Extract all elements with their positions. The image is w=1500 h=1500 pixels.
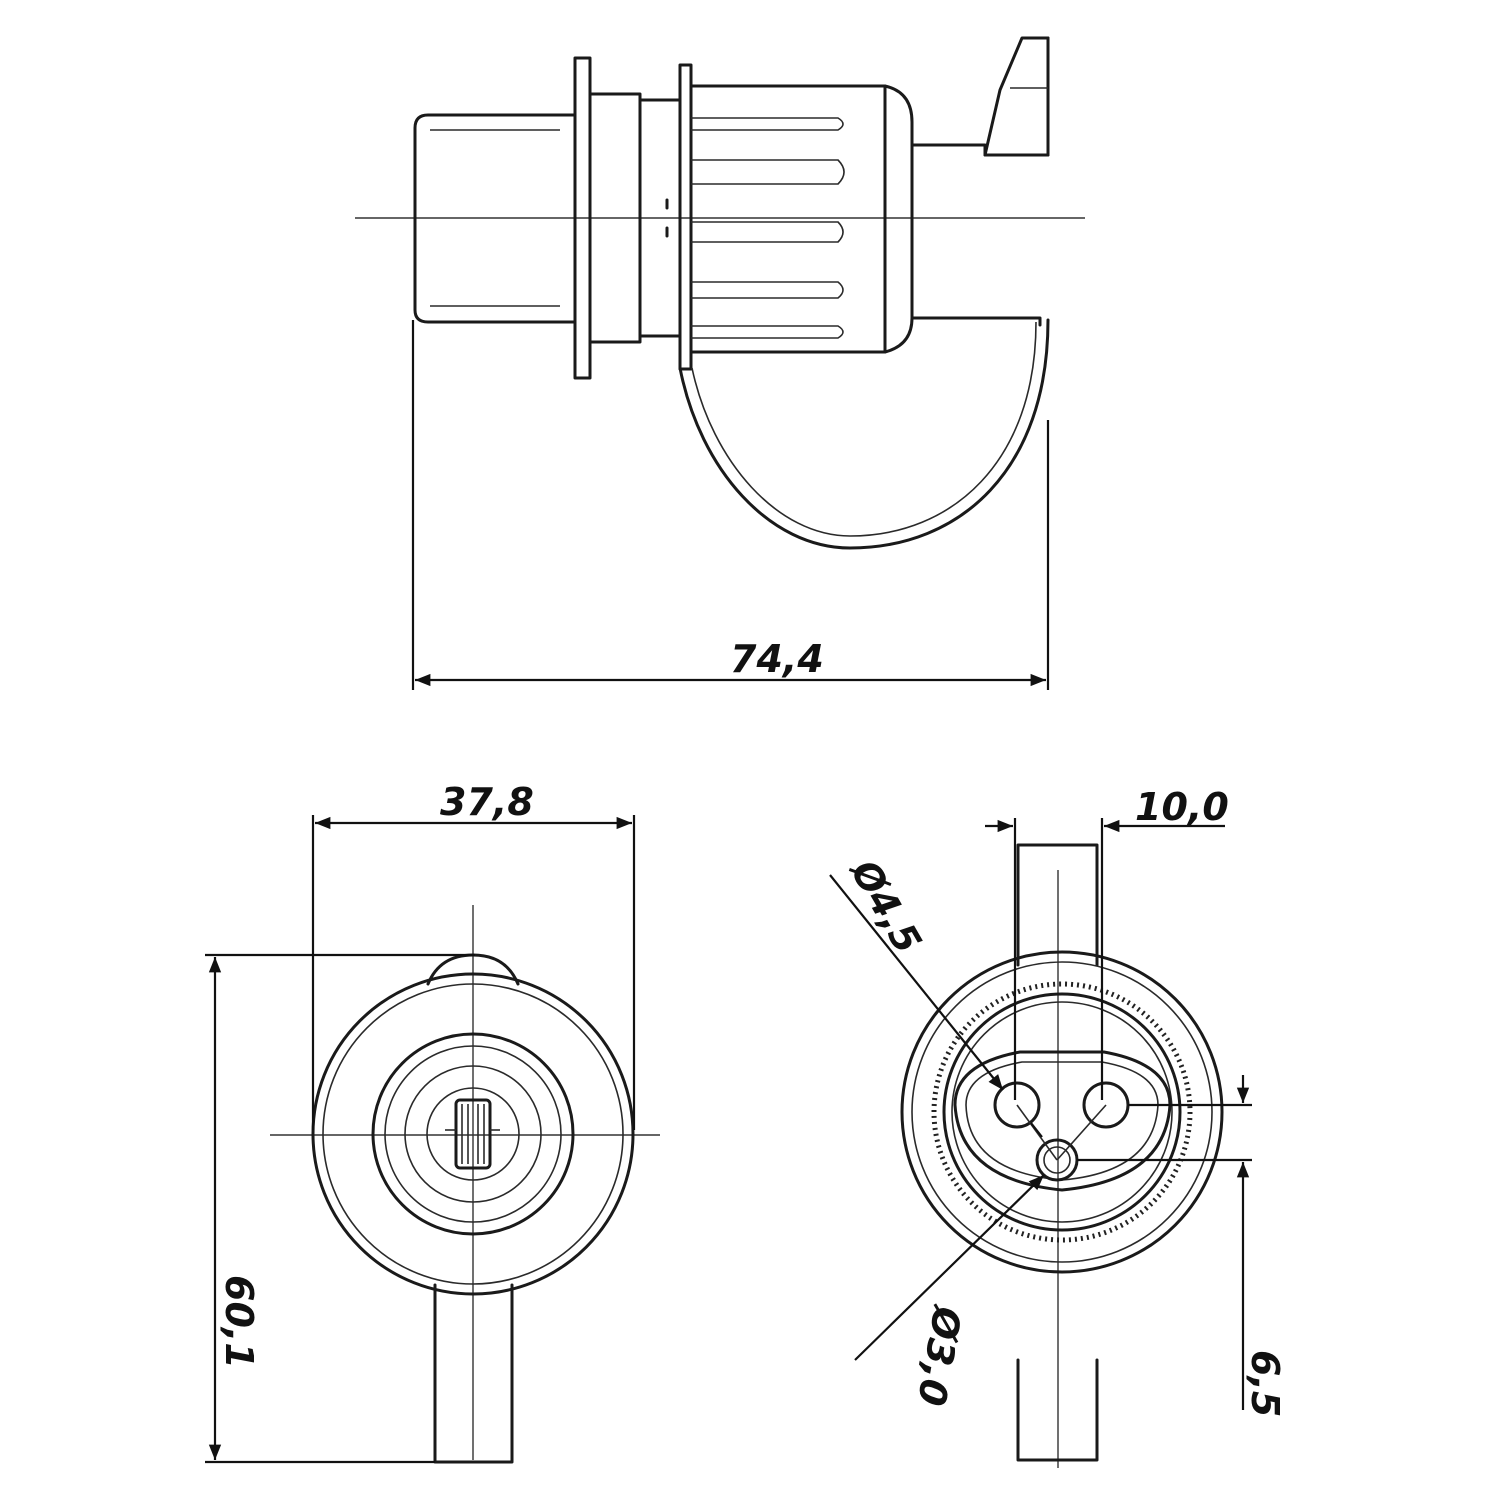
dim-overall-height: 60,1: [205, 953, 475, 1464]
knurled-ring: [931, 981, 1193, 1243]
dim-overall-length: 74,4: [411, 320, 1050, 690]
front-view: [270, 905, 660, 1464]
dim-pin-offset-label: 6,5: [1243, 1350, 1287, 1417]
socket-view: [900, 843, 1224, 1468]
socket-cable-bottom: [1016, 1358, 1099, 1462]
cap-strap: [678, 318, 1050, 550]
dim-overall-height-label: 60,1: [217, 1275, 261, 1369]
dim-pin-spacing-label: 10,0: [1135, 785, 1229, 829]
pin-carrier: [953, 1050, 1172, 1192]
dim-pin-offset: 6,5: [1077, 1075, 1287, 1417]
flange-front: [678, 63, 693, 371]
large-pin: [993, 1081, 1041, 1129]
dim-pin-spacing: 10,0: [985, 785, 1229, 1100]
side-view: [355, 36, 1085, 550]
front-cable: [433, 1283, 514, 1464]
ribbed-body: [689, 84, 914, 354]
dim-small-pin-diameter-label: Ø3,0: [909, 1301, 970, 1409]
dim-body-width: 37,8: [311, 780, 636, 1130]
socket-cable-top: [1016, 843, 1099, 967]
collar-ring: [371, 1032, 575, 1236]
outer-shell: [311, 972, 635, 1296]
plug-tube: [413, 113, 577, 324]
socket-outer-shell: [900, 950, 1224, 1274]
cap-tab: [983, 36, 1050, 157]
dim-overall-length-label: 74,4: [730, 637, 824, 681]
center-contact: [454, 1098, 492, 1170]
dim-body-width-label: 37,8: [440, 780, 534, 824]
